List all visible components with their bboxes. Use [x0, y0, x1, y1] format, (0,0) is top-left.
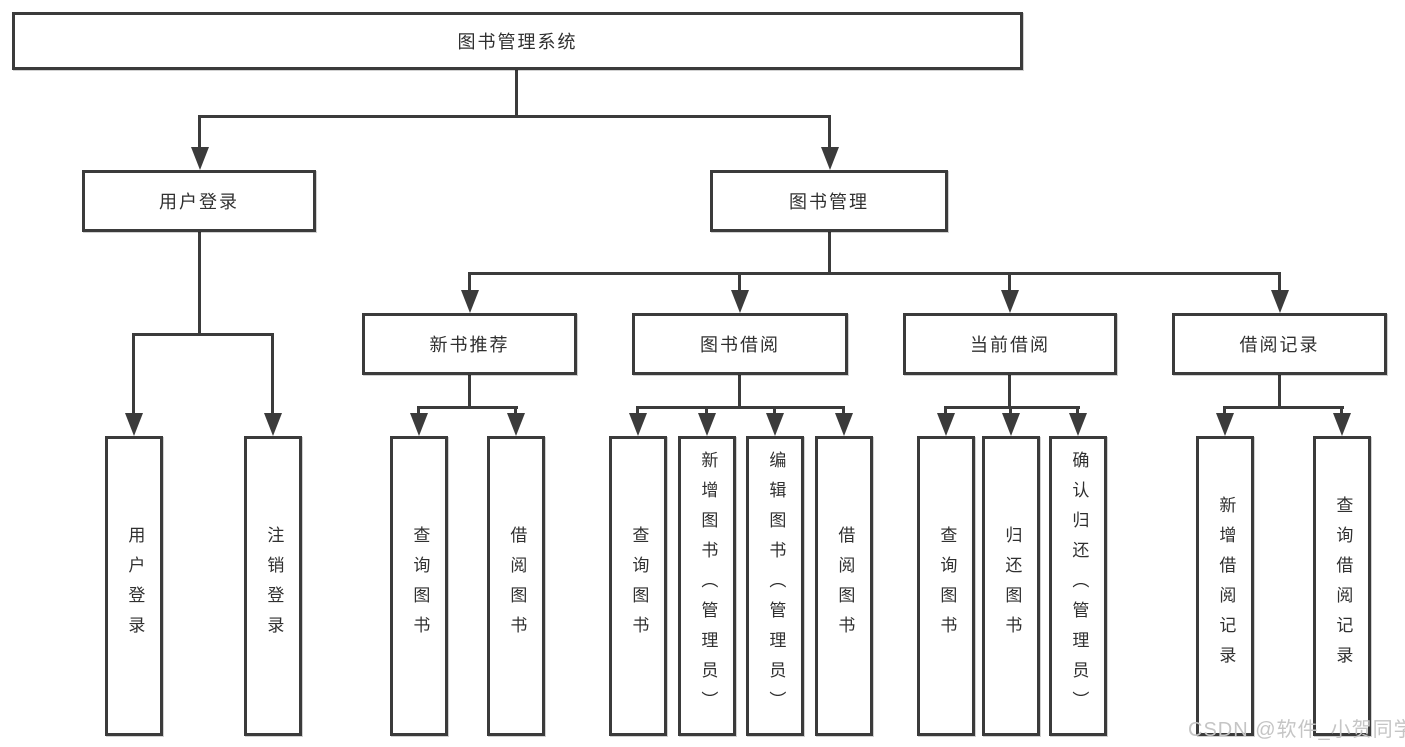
connector-line — [1278, 375, 1281, 409]
arrow-down-icon — [821, 147, 839, 170]
connector-line — [417, 406, 420, 418]
arrow-down-icon — [461, 290, 479, 313]
connector-line — [828, 115, 831, 151]
node-label: 图书借阅 — [700, 335, 780, 355]
arrow-down-icon — [698, 413, 716, 436]
connector-line — [132, 333, 274, 336]
node-label: 查询图书 — [410, 526, 430, 646]
arrow-down-icon — [731, 290, 749, 313]
connector-line — [271, 333, 274, 416]
connector-line — [705, 406, 708, 418]
leaf-add-books-admin: 新增图书（管理员） — [678, 436, 736, 736]
leaf-query-books-recommend: 查询图书 — [390, 436, 448, 736]
connector-line — [468, 272, 471, 294]
connector-line — [842, 406, 845, 418]
node-label: 借阅图书 — [835, 526, 855, 646]
leaf-edit-books-admin: 编辑图书（管理员） — [746, 436, 804, 736]
connector-line — [198, 115, 831, 118]
connector-line — [738, 375, 741, 409]
connector-line — [828, 232, 831, 274]
connector-line — [1223, 406, 1344, 409]
node-label: 注销登录 — [264, 526, 284, 646]
connector-line — [636, 406, 639, 418]
connector-line — [1278, 272, 1281, 294]
connector-line — [198, 232, 201, 336]
node-label: 查询图书 — [629, 526, 649, 646]
node-label: 图书管理系统 — [457, 32, 578, 52]
node-label: 编辑图书（管理员） — [766, 451, 786, 721]
connector-line — [515, 70, 518, 118]
node-root: 图书管理系统 — [12, 12, 1023, 70]
node-book-management: 图书管理 — [710, 170, 948, 232]
connector-line — [132, 333, 135, 416]
leaf-logout: 注销登录 — [244, 436, 302, 736]
leaf-borrow-books: 借阅图书 — [815, 436, 873, 736]
connector-line — [468, 375, 471, 409]
node-label: 查询借阅记录 — [1333, 496, 1353, 676]
connector-line — [417, 406, 518, 409]
node-label: 图书管理 — [789, 192, 869, 212]
connector-line — [198, 115, 201, 151]
connector-line — [1008, 375, 1011, 409]
watermark: CSDN @软件_小贺同学 — [1188, 719, 1405, 741]
arrow-down-icon — [1216, 413, 1234, 436]
leaf-user-login: 用户登录 — [105, 436, 163, 736]
node-label: 借阅记录 — [1239, 335, 1320, 355]
connector-line — [1223, 406, 1226, 418]
connector-line — [1009, 406, 1012, 418]
connector-line — [944, 406, 947, 418]
arrow-down-icon — [264, 413, 282, 436]
connector-line — [1340, 406, 1343, 418]
leaf-return-books: 归还图书 — [982, 436, 1040, 736]
connector-line — [738, 272, 741, 294]
arrow-down-icon — [1271, 290, 1289, 313]
connector-line — [773, 406, 776, 418]
connector-line — [468, 272, 1281, 275]
leaf-query-borrow-record: 查询借阅记录 — [1313, 436, 1371, 736]
connector-line — [1008, 272, 1011, 294]
node-label: 新增图书（管理员） — [698, 451, 718, 721]
node-label: 新书推荐 — [429, 335, 510, 355]
leaf-query-books-current: 查询图书 — [917, 436, 975, 736]
connector-line — [944, 406, 1080, 409]
arrow-down-icon — [1333, 413, 1351, 436]
node-borrow-records: 借阅记录 — [1172, 313, 1387, 375]
arrow-down-icon — [410, 413, 428, 436]
arrow-down-icon — [1001, 290, 1019, 313]
leaf-query-books-borrow: 查询图书 — [609, 436, 667, 736]
arrow-down-icon — [1002, 413, 1020, 436]
node-label: 归还图书 — [1002, 526, 1022, 646]
connector-line — [1076, 406, 1079, 418]
node-current-borrow: 当前借阅 — [903, 313, 1117, 375]
arrow-down-icon — [766, 413, 784, 436]
arrow-down-icon — [191, 147, 209, 170]
connector-line — [636, 406, 845, 409]
leaf-borrow-books-recommend: 借阅图书 — [487, 436, 545, 736]
node-user-login: 用户登录 — [82, 170, 316, 232]
node-label: 当前借阅 — [970, 335, 1050, 355]
leaf-confirm-return-admin: 确认归还（管理员） — [1049, 436, 1107, 736]
arrow-down-icon — [125, 413, 143, 436]
leaf-add-borrow-record: 新增借阅记录 — [1196, 436, 1254, 736]
connector-line — [514, 406, 517, 418]
arrow-down-icon — [937, 413, 955, 436]
arrow-down-icon — [835, 413, 853, 436]
node-book-borrow: 图书借阅 — [632, 313, 848, 375]
node-label: 借阅图书 — [507, 526, 527, 646]
node-label: 确认归还（管理员） — [1069, 451, 1089, 721]
node-label: 用户登录 — [125, 526, 145, 646]
node-label: 查询图书 — [937, 526, 957, 646]
arrow-down-icon — [629, 413, 647, 436]
node-label: 新增借阅记录 — [1216, 496, 1236, 676]
node-new-book-recommend: 新书推荐 — [362, 313, 577, 375]
arrow-down-icon — [1069, 413, 1087, 436]
node-label: 用户登录 — [159, 192, 239, 212]
arrow-down-icon — [507, 413, 525, 436]
